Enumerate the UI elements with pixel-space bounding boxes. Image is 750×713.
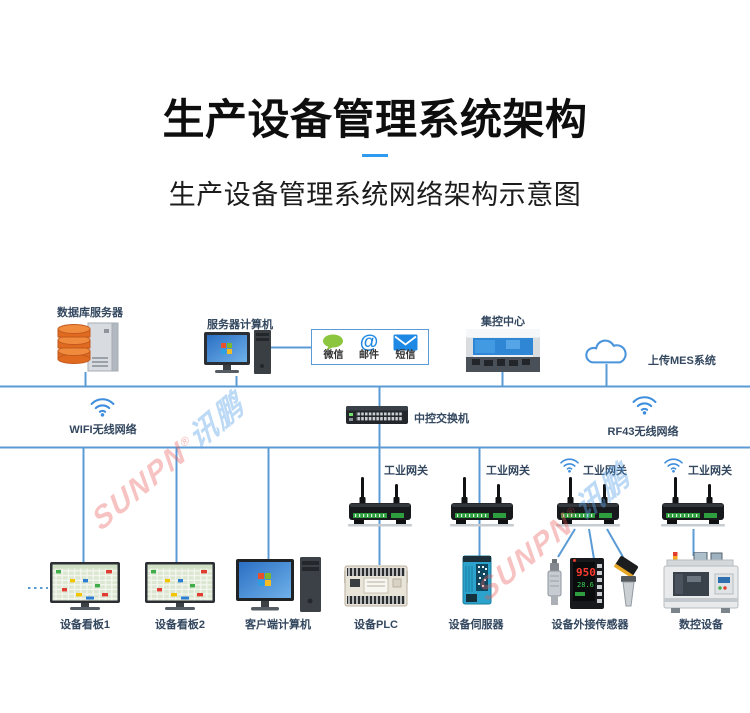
client-computer-label: 客户端计算机 [245, 619, 311, 631]
servo-drive-label: 设备伺服器 [448, 619, 504, 631]
wechat-item: 微信 [322, 334, 345, 361]
gateway-2-label: 工业网关 [486, 465, 530, 477]
cloud-icon [585, 339, 627, 364]
svg-text:950: 950 [576, 566, 596, 579]
industrial-gateway-icon [661, 477, 725, 529]
server-computer-label: 服务器计算机 [207, 319, 273, 331]
mes-cloud-label: 上传MES系统 [648, 355, 716, 367]
wifi-network-label: WIFI无线网络 [69, 424, 137, 436]
client-computer-icon [236, 557, 321, 612]
dashboard-monitor-icon [145, 562, 215, 612]
message-channels-box: 微信 @ 邮件 短信 [311, 329, 429, 365]
wifi-icon [631, 392, 658, 415]
network-switch-icon [346, 406, 408, 424]
sms-envelope-icon [393, 334, 418, 350]
central-switch-label: 中控交换机 [414, 413, 469, 425]
wifi-icon [559, 455, 580, 473]
gateway-1-label: 工业网关 [384, 465, 428, 477]
plc-icon [344, 565, 408, 607]
industrial-gateway-icon [348, 477, 412, 529]
at-email-icon: @ [359, 331, 379, 353]
email-item: @ 邮件 [359, 331, 379, 361]
industrial-gateway-icon [450, 477, 514, 529]
database-server-label: 数据库服务器 [57, 307, 123, 319]
cnc-machine-icon [663, 552, 739, 613]
dashboard-monitor-icon [50, 562, 120, 612]
gateway-4-label: 工业网关 [688, 465, 732, 477]
server-computer-icon [204, 330, 271, 374]
rf43-network-label: RF43无线网络 [607, 426, 679, 438]
device-board-1-label: 设备看板1 [59, 619, 111, 631]
sms-item: 短信 [393, 334, 418, 361]
control-center-label: 集控中心 [481, 316, 525, 328]
title-divider [362, 154, 388, 157]
svg-text:28.6: 28.6 [577, 581, 594, 589]
wifi-icon [663, 455, 684, 473]
industrial-gateway-icon [556, 477, 620, 529]
page-subtitle: 生产设备管理系统网络架构示意图 [168, 180, 582, 210]
sensors-icon: 950 28.6 [547, 556, 638, 609]
wechat-bubble-icon [322, 334, 345, 350]
gateway-3-label: 工业网关 [583, 465, 627, 477]
database-server-icon [57, 322, 119, 372]
control-room-image [466, 329, 540, 372]
external-sensors-label: 设备外接传感器 [551, 619, 629, 631]
cnc-equipment-label: 数控设备 [679, 619, 723, 631]
device-plc-label: 设备PLC [354, 619, 398, 631]
servo-drive-icon [462, 555, 492, 605]
wifi-icon [89, 394, 116, 417]
page-title: 生产设备管理系统架构 [162, 96, 588, 143]
device-board-2-label: 设备看板2 [154, 619, 206, 631]
